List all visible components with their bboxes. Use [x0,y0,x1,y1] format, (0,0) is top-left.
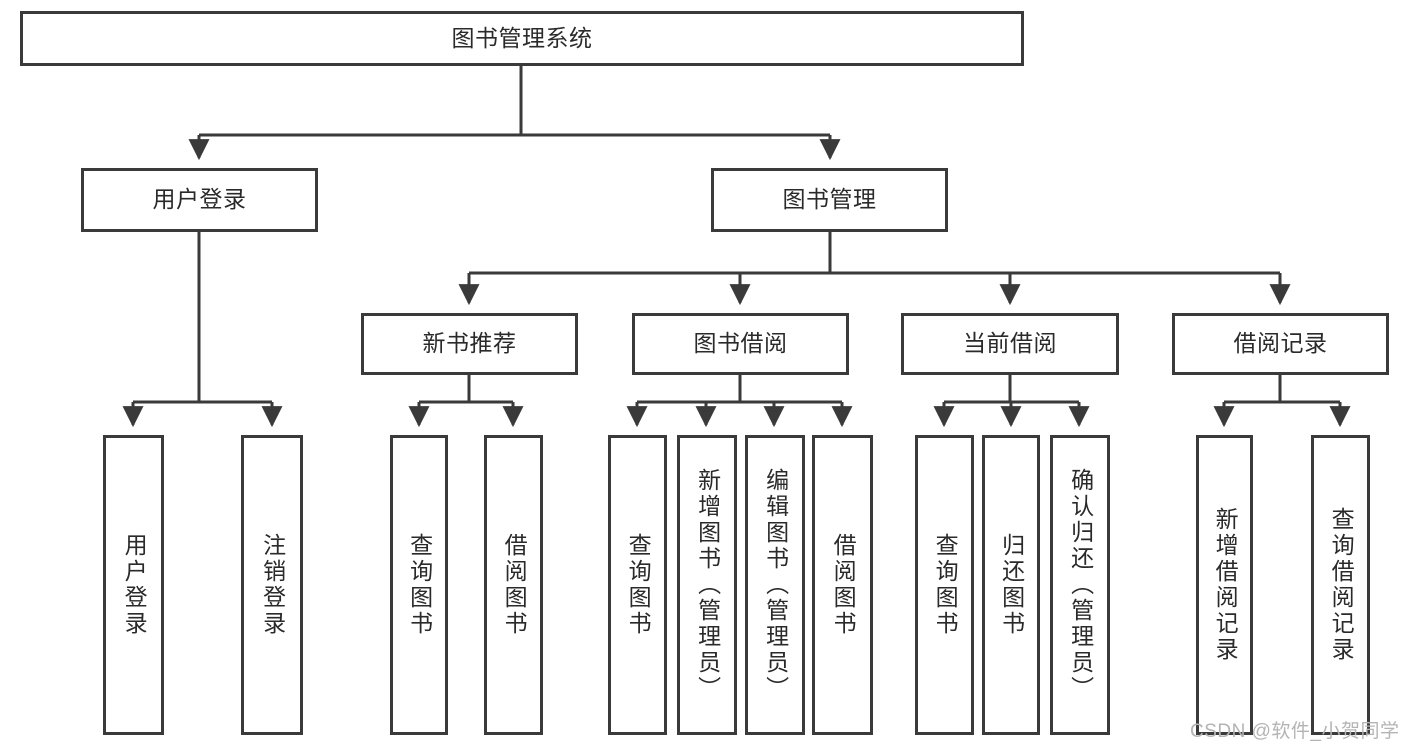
leaf-borrow-book-new-rec[interactable]: 借阅图书 [484,435,543,735]
leaf-add-borrow-record[interactable]: 新增借阅记录 [1196,435,1253,735]
node-label: 注销登录 [259,533,286,637]
csdn-watermark: CSDN @软件_小贺同学 [1190,721,1400,742]
leaf-query-book-current[interactable]: 查询图书 [915,435,974,735]
node-label: 归还图书 [998,533,1025,637]
node-label: 新增借阅记录 [1212,507,1239,663]
leaf-logout[interactable]: 注销登录 [241,435,303,735]
node-borrow-record[interactable]: 借阅记录 [1172,313,1389,375]
leaf-return-book[interactable]: 归还图书 [982,435,1040,735]
leaf-query-borrow-record[interactable]: 查询借阅记录 [1311,435,1370,735]
leaf-borrow-book[interactable]: 借阅图书 [812,435,873,735]
leaf-add-book-admin[interactable]: 新增图书（管理员） [677,435,737,735]
leaf-query-book-borrow[interactable]: 查询图书 [608,435,667,735]
node-new-book-recommendation[interactable]: 新书推荐 [361,313,578,375]
node-label: 借阅图书 [830,533,857,637]
node-label: 图书管理 [782,186,877,213]
leaf-query-book-new-rec[interactable]: 查询图书 [390,435,448,735]
node-label: 编辑图书（管理员） [762,468,789,702]
node-label: 用户登录 [152,186,247,213]
node-label: 确认归还（管理员） [1067,468,1094,702]
node-label: 图书管理系统 [451,24,593,51]
node-current-borrow[interactable]: 当前借阅 [901,313,1119,375]
node-user-login[interactable]: 用户登录 [81,168,318,232]
node-label: 图书借阅 [693,330,788,357]
node-label: 新书推荐 [422,330,517,357]
leaf-edit-book-admin[interactable]: 编辑图书（管理员） [745,435,805,735]
leaf-confirm-return-admin[interactable]: 确认归还（管理员） [1050,435,1110,735]
node-book-management[interactable]: 图书管理 [711,168,948,232]
node-label: 用户登录 [121,533,148,637]
node-label: 查询图书 [932,533,959,637]
leaf-user-login[interactable]: 用户登录 [103,435,164,735]
node-label: 借阅图书 [501,533,528,637]
node-label: 当前借阅 [963,330,1057,357]
node-label: 查询借阅记录 [1328,507,1355,663]
node-label: 借阅记录 [1233,330,1328,357]
node-label: 查询图书 [406,533,433,637]
node-label: 查询图书 [625,533,652,637]
node-label: 新增图书（管理员） [694,468,721,702]
node-root-book-management-system[interactable]: 图书管理系统 [20,11,1024,66]
node-book-borrow[interactable]: 图书借阅 [632,313,849,375]
